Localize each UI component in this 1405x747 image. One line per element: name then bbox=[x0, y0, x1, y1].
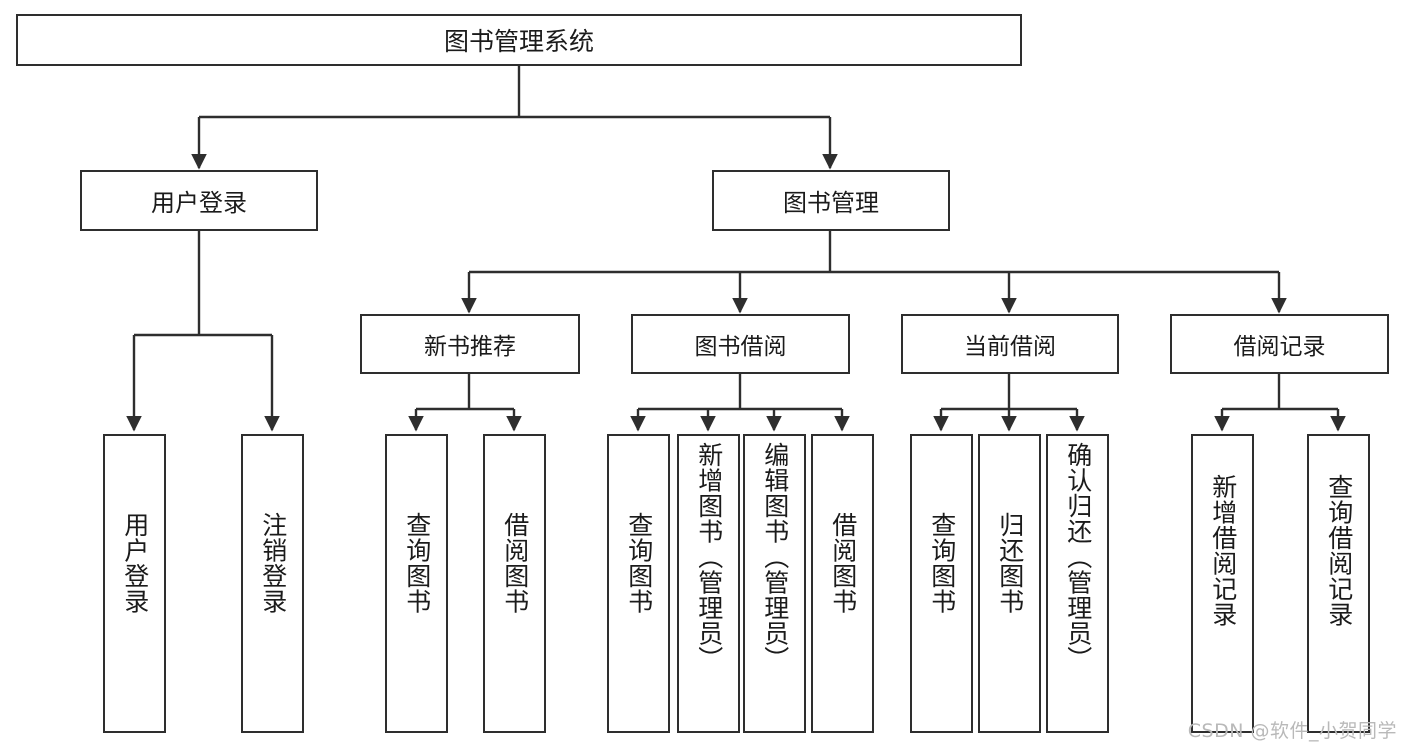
leaf-query-book-3[interactable]: 查询图书 bbox=[910, 434, 973, 733]
leaf-user-login-label: 用户登录 bbox=[120, 512, 150, 614]
leaf-query-borrow-record[interactable]: 查询借阅记录 bbox=[1307, 434, 1370, 733]
node-current-borrow[interactable]: 当前借阅 bbox=[901, 314, 1119, 374]
leaf-logout-login-label: 注销登录 bbox=[258, 512, 288, 614]
leaf-confirm-return-label: 确认归还（管理员） bbox=[1063, 442, 1093, 672]
node-new-book-recommend[interactable]: 新书推荐 bbox=[360, 314, 580, 374]
leaf-return-book[interactable]: 归还图书 bbox=[978, 434, 1041, 733]
node-new-book-recommend-label: 新书推荐 bbox=[424, 334, 516, 360]
leaf-borrow-book-2[interactable]: 借阅图书 bbox=[811, 434, 874, 733]
node-user-login-label: 用户登录 bbox=[151, 189, 247, 217]
leaf-borrow-book-2-label: 借阅图书 bbox=[828, 512, 858, 614]
node-book-management-label: 图书管理 bbox=[783, 189, 879, 217]
leaf-query-book-2[interactable]: 查询图书 bbox=[607, 434, 670, 733]
node-book-management[interactable]: 图书管理 bbox=[712, 170, 950, 231]
node-user-login[interactable]: 用户登录 bbox=[80, 170, 318, 231]
leaf-borrow-book-1[interactable]: 借阅图书 bbox=[483, 434, 546, 733]
leaf-edit-book[interactable]: 编辑图书（管理员） bbox=[743, 434, 806, 733]
node-book-borrow[interactable]: 图书借阅 bbox=[631, 314, 850, 374]
leaf-query-book-1[interactable]: 查询图书 bbox=[385, 434, 448, 733]
leaf-logout-login[interactable]: 注销登录 bbox=[241, 434, 304, 733]
node-root-label: 图书管理系统 bbox=[443, 27, 594, 56]
leaf-query-book-2-label: 查询图书 bbox=[624, 512, 654, 614]
leaf-confirm-return[interactable]: 确认归还（管理员） bbox=[1046, 434, 1109, 733]
node-current-borrow-label: 当前借阅 bbox=[964, 334, 1056, 360]
leaf-user-login[interactable]: 用户登录 bbox=[103, 434, 166, 733]
leaf-query-borrow-record-label: 查询借阅记录 bbox=[1324, 474, 1354, 627]
node-book-borrow-label: 图书借阅 bbox=[694, 334, 787, 360]
node-borrow-record-label: 借阅记录 bbox=[1233, 334, 1326, 360]
leaf-add-book-label: 新增图书（管理员） bbox=[694, 442, 724, 672]
leaf-add-borrow-record-label: 新增借阅记录 bbox=[1208, 474, 1238, 627]
leaf-edit-book-label: 编辑图书（管理员） bbox=[760, 442, 790, 672]
watermark-text: CSDN @软件_小贺同学 bbox=[1187, 720, 1397, 742]
leaf-add-borrow-record[interactable]: 新增借阅记录 bbox=[1191, 434, 1254, 733]
leaf-add-book[interactable]: 新增图书（管理员） bbox=[677, 434, 740, 733]
leaf-query-book-1-label: 查询图书 bbox=[402, 512, 432, 614]
node-borrow-record[interactable]: 借阅记录 bbox=[1170, 314, 1389, 374]
leaf-query-book-3-label: 查询图书 bbox=[927, 512, 957, 614]
leaf-borrow-book-1-label: 借阅图书 bbox=[500, 512, 530, 614]
node-root[interactable]: 图书管理系统 bbox=[16, 14, 1022, 66]
leaf-return-book-label: 归还图书 bbox=[995, 512, 1025, 614]
